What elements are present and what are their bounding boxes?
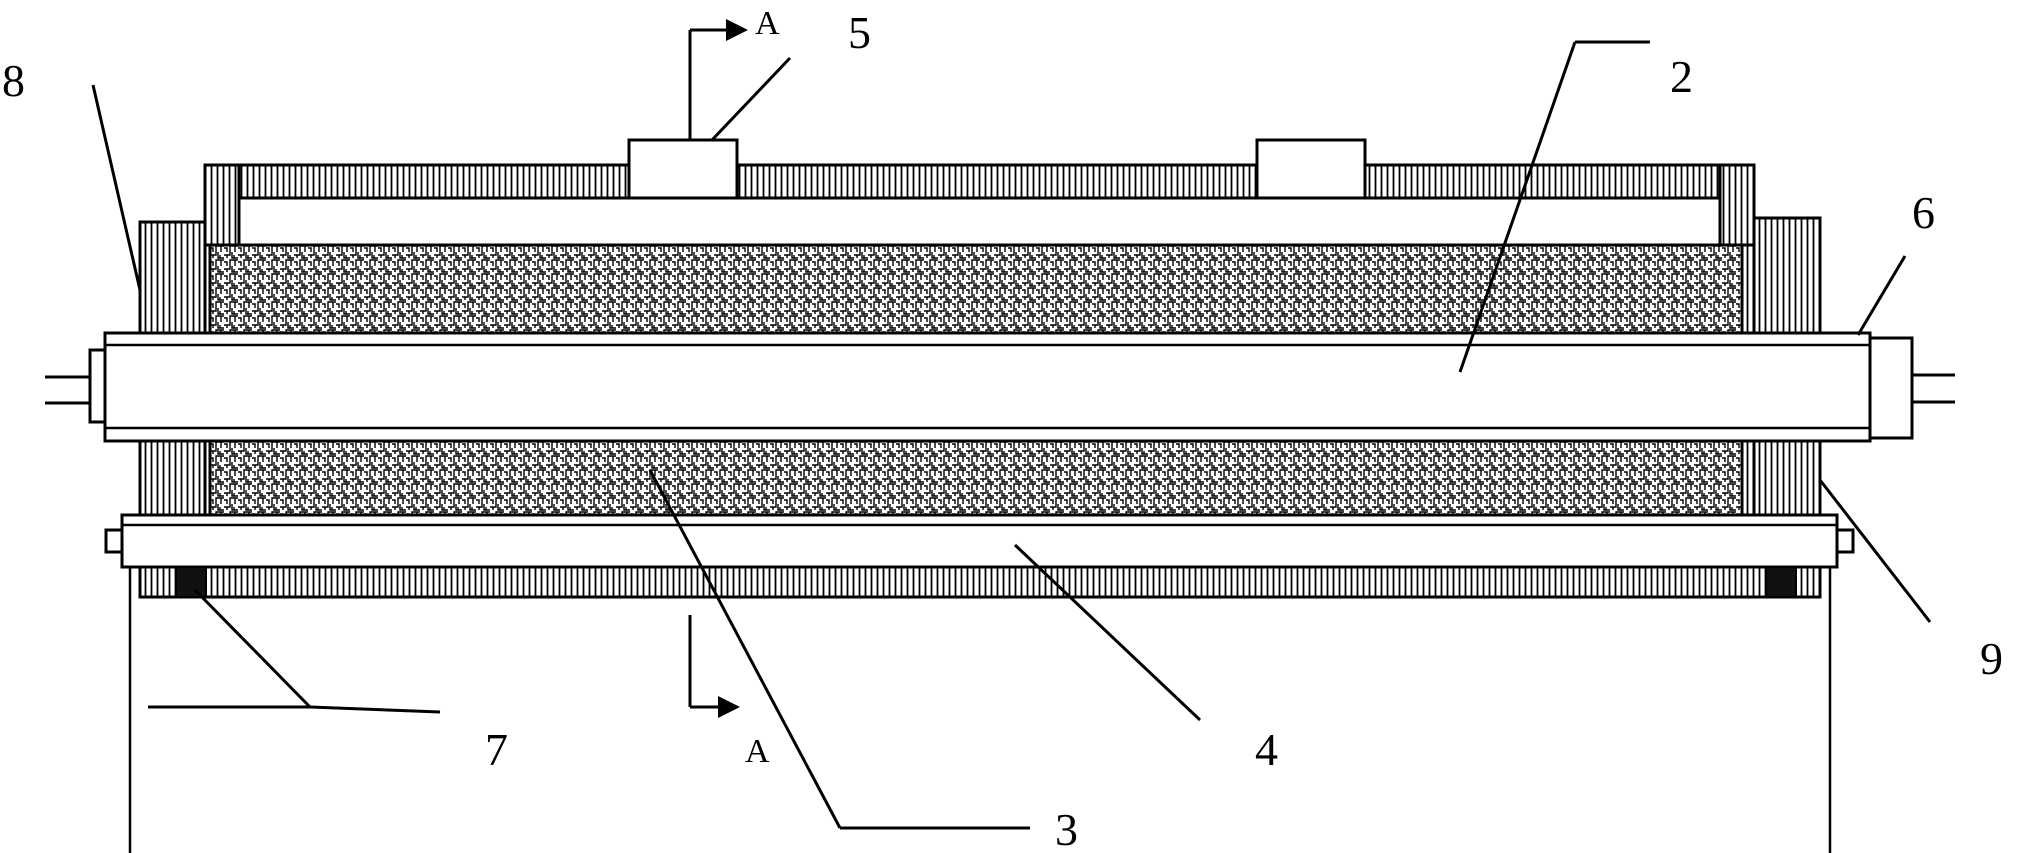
section-label-bottom: A (745, 733, 770, 770)
label-6: 6 (1912, 187, 1935, 238)
section-marker-top: A (688, 5, 780, 140)
section-label-top: A (755, 5, 780, 42)
seal-left (175, 566, 207, 598)
label-2: 2 (1670, 51, 1693, 102)
lamp-tube (45, 331, 1955, 443)
label-4: 4 (1255, 724, 1278, 775)
filter-media-upper (208, 243, 1744, 342)
housing-bottom-wall (138, 565, 1822, 599)
label-5: 5 (848, 7, 871, 58)
filter-media-lower (208, 428, 1744, 517)
seal-right (1765, 566, 1797, 598)
bottom-tube (104, 513, 1855, 569)
support-lines (128, 567, 1832, 853)
leader-lines (91, 40, 1932, 830)
top-port-left (627, 138, 739, 200)
top-port-right (1255, 138, 1367, 200)
label-3: 3 (1055, 804, 1078, 853)
label-8: 8 (2, 55, 25, 106)
label-9: 9 (1980, 633, 2003, 684)
section-marker-bottom: A (688, 615, 770, 770)
housing-top-wall (203, 163, 1756, 247)
label-7: 7 (485, 724, 508, 775)
